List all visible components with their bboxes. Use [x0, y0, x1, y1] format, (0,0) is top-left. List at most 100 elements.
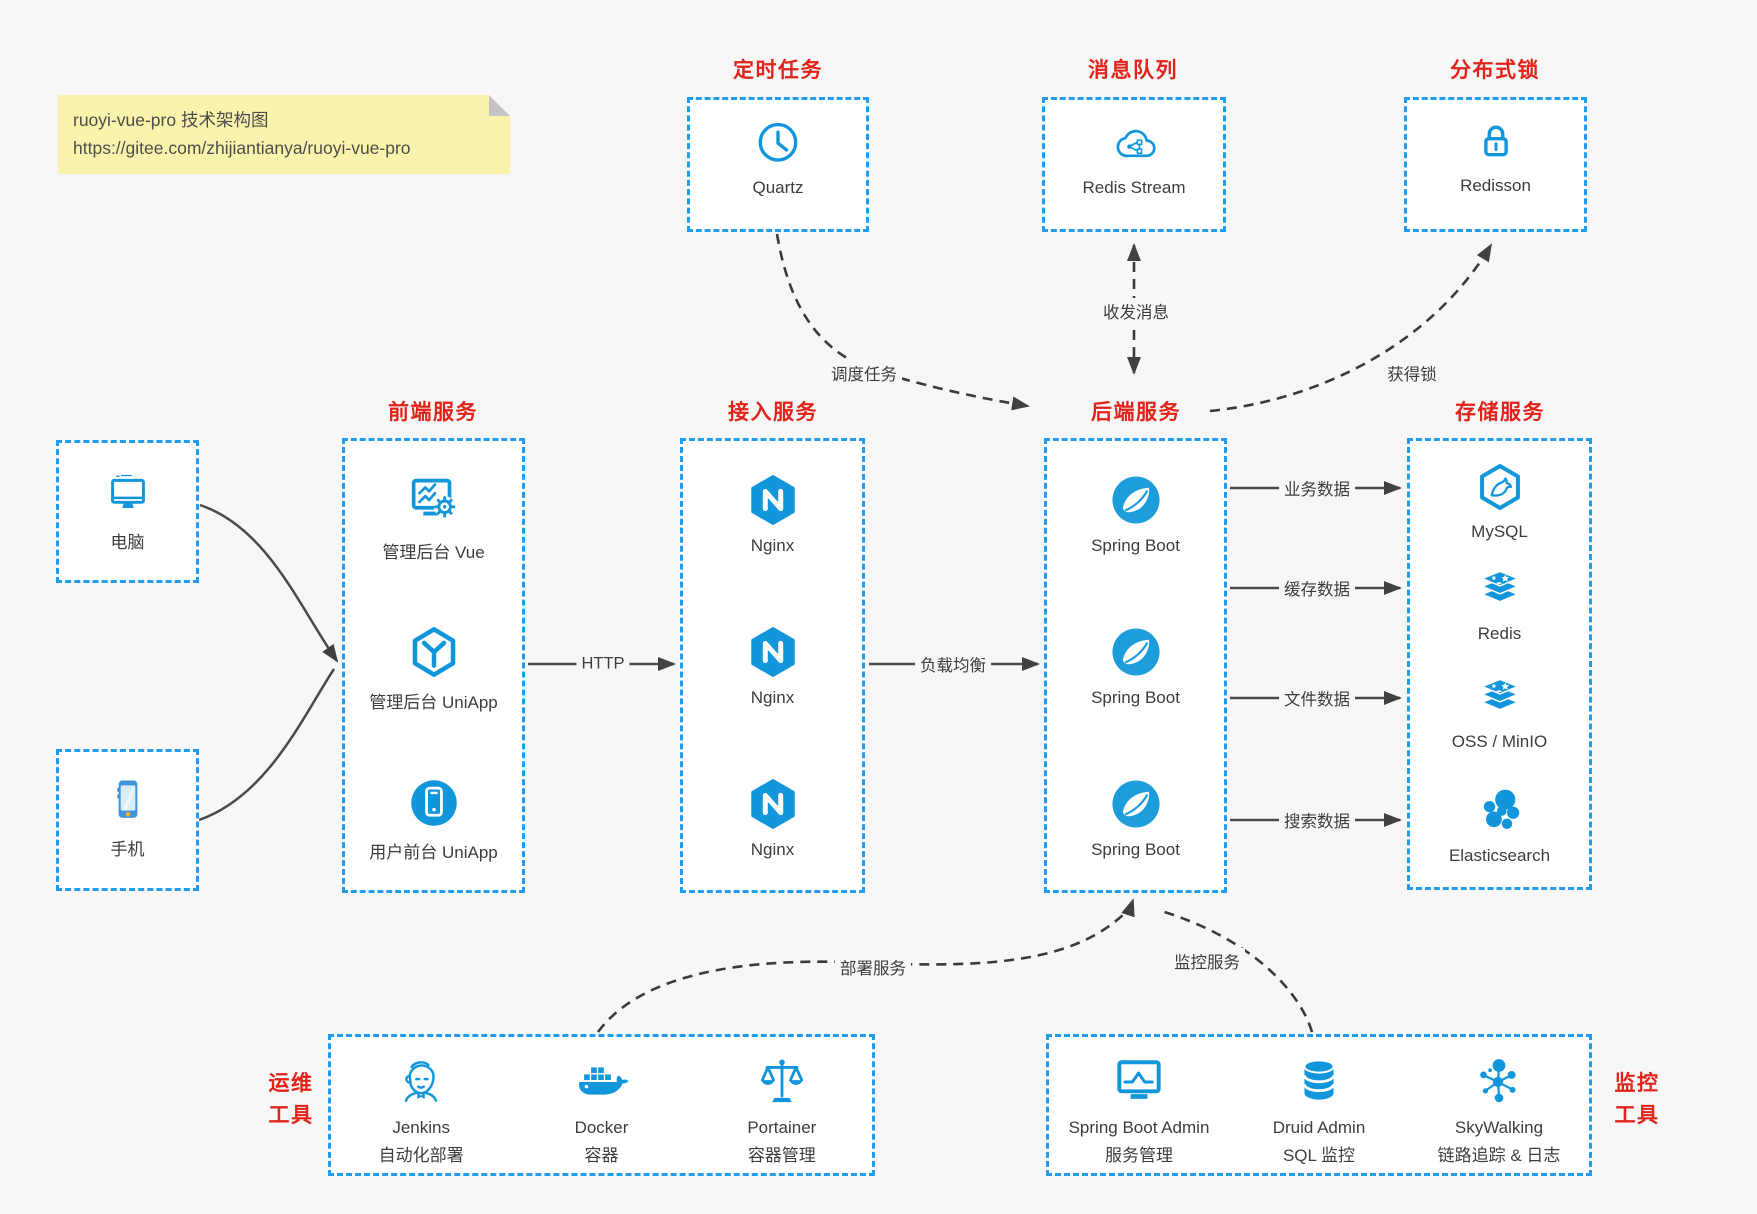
tool-portainer: Portainer 容器管理	[692, 1051, 872, 1168]
node-label: Nginx	[750, 840, 795, 859]
tool-name: Jenkins	[392, 1118, 450, 1137]
note-url: https://gitee.com/zhijiantianya/ruoyi-vu…	[73, 138, 411, 159]
title-note: ruoyi-vue-pro 技术架构图 https://gitee.com/zh…	[58, 95, 510, 174]
note-fold-corner	[489, 95, 510, 116]
node-label: Elasticsearch	[1448, 846, 1551, 865]
node-mobile: 手机	[59, 772, 196, 860]
monitoring-title-line2: 工具	[1614, 1103, 1660, 1127]
portainer-scales-icon	[760, 1059, 803, 1103]
tool-name: SkyWalking	[1454, 1118, 1544, 1137]
node-user-uniapp: 用户前台 UniApp	[345, 775, 522, 863]
tool-skywalking: SkyWalking 链路追踪 & 日志	[1409, 1051, 1589, 1168]
node-label: Spring Boot	[1091, 688, 1180, 707]
node-spring-boot-1: Spring Boot	[1047, 471, 1224, 556]
node-label: Quartz	[752, 178, 804, 197]
tool-name: Docker	[574, 1118, 629, 1137]
node-admin-vue: 管理后台 Vue	[345, 469, 522, 563]
tool-desc: SQL 监控	[1282, 1146, 1356, 1166]
box-backend: Spring Boot Spring Boot Spring Boot	[1044, 438, 1227, 893]
box-frontend: 管理后台 Vue 管理后台 UniApp 用户前台 UniApp	[342, 438, 525, 893]
box-computer: 电脑	[56, 440, 199, 583]
redis-icon	[1480, 570, 1519, 603]
nginx-icon	[750, 779, 795, 829]
edge-mobile-to-frontend	[198, 668, 336, 822]
edge-label-schedule-task: 调度任务	[826, 360, 902, 386]
group-title-frontend: 前端服务	[388, 401, 478, 424]
box-redisson: Redisson	[1404, 97, 1587, 232]
cloud-mq-icon	[1116, 129, 1156, 158]
docker-icon	[579, 1067, 629, 1095]
nginx-icon	[750, 475, 795, 525]
node-label: OSS / MinIO	[1451, 732, 1548, 751]
group-title-scheduled-tasks: 定时任务	[733, 59, 823, 82]
monitoring-title-line1: 监控	[1614, 1072, 1660, 1095]
edge-label-search-data: 搜索数据	[1279, 807, 1355, 833]
node-label: Nginx	[750, 536, 795, 555]
desktop-icon	[110, 474, 145, 508]
uniapp-cube-icon	[412, 627, 455, 677]
edge-label-monitor-service: 监控服务	[1169, 948, 1245, 974]
box-monitoring-tools: Spring Boot Admin 服务管理 Druid Admin SQL 监…	[1046, 1034, 1592, 1176]
node-label: Nginx	[750, 688, 795, 707]
group-title-gateway: 接入服务	[728, 401, 818, 424]
node-spring-boot-3: Spring Boot	[1047, 775, 1224, 860]
node-elasticsearch: Elasticsearch	[1410, 783, 1589, 866]
edge-label-deploy-service: 部署服务	[835, 954, 911, 980]
group-title-monitoring-tools: 监控 工具	[1600, 1068, 1674, 1131]
tool-name: Portainer	[747, 1118, 817, 1137]
nginx-icon	[750, 627, 795, 677]
node-nginx-1: Nginx	[683, 471, 862, 556]
edge-computer-to-frontend	[199, 503, 339, 663]
tool-name: Druid Admin	[1272, 1118, 1366, 1137]
tool-spring-boot-admin: Spring Boot Admin 服务管理	[1049, 1051, 1229, 1168]
clock-icon	[758, 122, 798, 162]
ops-tools-row: Jenkins 自动化部署 Docker	[331, 1051, 872, 1168]
node-mysql: MySQL	[1410, 459, 1589, 542]
edge-acquire-lock	[1209, 243, 1493, 413]
node-oss-minio: OSS / MinIO	[1410, 669, 1589, 752]
admin-vue-icon	[411, 478, 455, 518]
mobile-icon	[116, 780, 137, 818]
node-label: Spring Boot	[1091, 840, 1180, 859]
node-computer: 电脑	[59, 469, 196, 553]
box-ops-tools: Jenkins 自动化部署 Docker	[328, 1034, 875, 1176]
ops-title-line1: 运维	[268, 1072, 314, 1095]
node-admin-uniapp: 管理后台 UniApp	[345, 623, 522, 713]
oss-minio-icon	[1480, 678, 1519, 711]
tool-jenkins: Jenkins 自动化部署	[331, 1051, 511, 1168]
box-storage: MySQL Redis OSS / MinIO	[1407, 438, 1592, 890]
tool-docker: Docker 容器	[511, 1051, 691, 1168]
spring-boot-admin-icon	[1117, 1060, 1161, 1099]
node-label: 管理后台 UniApp	[369, 693, 498, 712]
node-label: MySQL	[1471, 522, 1528, 541]
elasticsearch-icon	[1483, 789, 1519, 829]
spring-boot-icon	[1111, 476, 1160, 524]
node-label: Redisson	[1460, 176, 1531, 195]
node-spring-boot-2: Spring Boot	[1047, 623, 1224, 708]
skywalking-icon	[1480, 1059, 1516, 1103]
tool-desc: 服务管理	[1105, 1146, 1173, 1166]
group-title-backend: 后端服务	[1091, 401, 1181, 424]
box-quartz: Quartz	[687, 97, 869, 232]
box-gateway: Nginx Nginx Nginx	[680, 438, 865, 893]
tool-desc: 容器管理	[747, 1146, 816, 1166]
group-title-ops-tools: 运维 工具	[254, 1068, 328, 1131]
jenkins-icon	[404, 1061, 438, 1102]
edge-label-business-data: 业务数据	[1279, 475, 1355, 501]
node-nginx-3: Nginx	[683, 775, 862, 860]
edge-label-send-receive-msg: 收发消息	[1098, 298, 1174, 324]
node-label: Redis	[1477, 624, 1522, 643]
tool-desc: 链路追踪 & 日志	[1437, 1146, 1561, 1166]
node-redis: Redis	[1410, 561, 1589, 644]
mysql-icon	[1479, 464, 1520, 510]
druid-database-icon	[1303, 1059, 1335, 1100]
group-title-distributed-lock: 分布式锁	[1450, 59, 1540, 82]
spring-boot-icon	[1111, 628, 1160, 676]
node-label: 管理后台 Vue	[382, 543, 485, 562]
edge-label-load-balance: 负载均衡	[915, 651, 991, 677]
spring-boot-icon	[1111, 780, 1160, 828]
node-label: 电脑	[110, 533, 145, 552]
tool-name: Spring Boot Admin	[1068, 1118, 1210, 1137]
group-title-message-queue: 消息队列	[1088, 59, 1178, 82]
